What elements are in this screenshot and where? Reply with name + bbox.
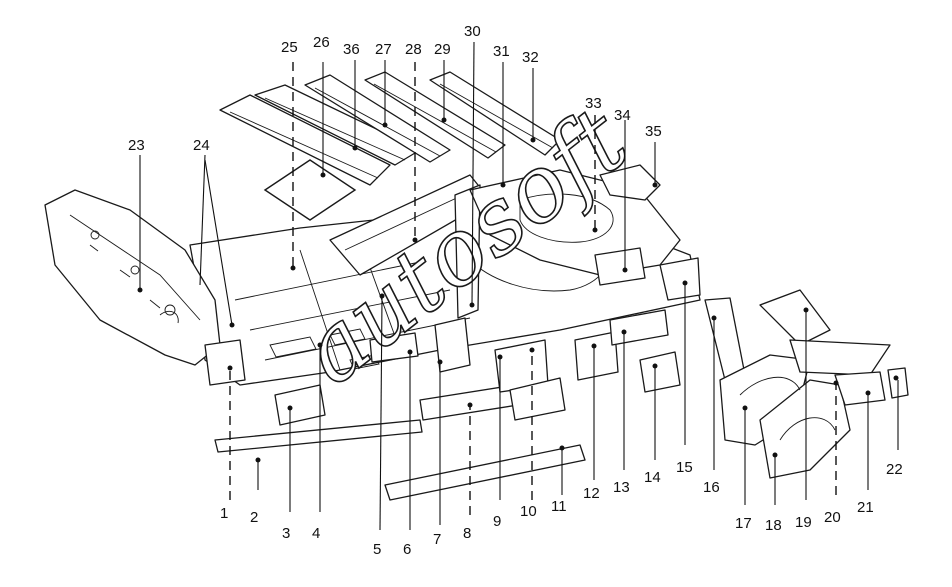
callout-26: 26 <box>313 34 330 51</box>
callout-27: 27 <box>375 41 392 58</box>
callout-5: 5 <box>373 541 381 558</box>
callout-30: 30 <box>464 23 481 40</box>
side-member-left <box>44 189 221 366</box>
callout-33: 33 <box>585 95 602 112</box>
leader-lines <box>137 41 899 531</box>
tunnel-reinforcement <box>329 174 491 319</box>
callout-labels: 1 2 3 4 5 6 7 8 9 10 11 12 13 14 15 16 1… <box>128 23 903 558</box>
callout-6: 6 <box>403 541 411 558</box>
callout-13: 13 <box>613 479 630 496</box>
callout-10: 10 <box>520 503 537 520</box>
callout-16: 16 <box>703 479 720 496</box>
callout-31: 31 <box>493 43 510 60</box>
callout-11: 11 <box>551 498 567 515</box>
callout-22: 22 <box>886 461 903 478</box>
callout-28: 28 <box>405 41 422 58</box>
callout-34: 34 <box>614 107 631 124</box>
callout-7: 7 <box>433 531 441 548</box>
callout-2: 2 <box>250 509 258 526</box>
callout-25: 25 <box>281 39 298 56</box>
callout-4: 4 <box>312 525 320 542</box>
callout-8: 8 <box>463 525 471 542</box>
pillar-and-sill-parts <box>204 257 701 501</box>
roof-cross-members <box>219 71 561 186</box>
callout-21: 21 <box>857 499 874 516</box>
callout-14: 14 <box>644 469 661 486</box>
callout-9: 9 <box>493 513 501 530</box>
callout-17: 17 <box>735 515 752 532</box>
rear-floor-and-wheelhouse <box>469 164 681 286</box>
callout-32: 32 <box>522 49 539 66</box>
callout-15: 15 <box>676 459 693 476</box>
callout-35: 35 <box>645 123 662 140</box>
callout-36: 36 <box>343 41 360 58</box>
callout-20: 20 <box>824 509 841 526</box>
callout-29: 29 <box>434 41 451 58</box>
callout-1: 1 <box>220 505 228 522</box>
callout-24: 24 <box>193 137 210 154</box>
callout-19: 19 <box>795 514 812 531</box>
callout-12: 12 <box>583 485 600 502</box>
callout-3: 3 <box>282 525 290 542</box>
callout-23: 23 <box>128 137 145 154</box>
callout-18: 18 <box>765 517 782 534</box>
